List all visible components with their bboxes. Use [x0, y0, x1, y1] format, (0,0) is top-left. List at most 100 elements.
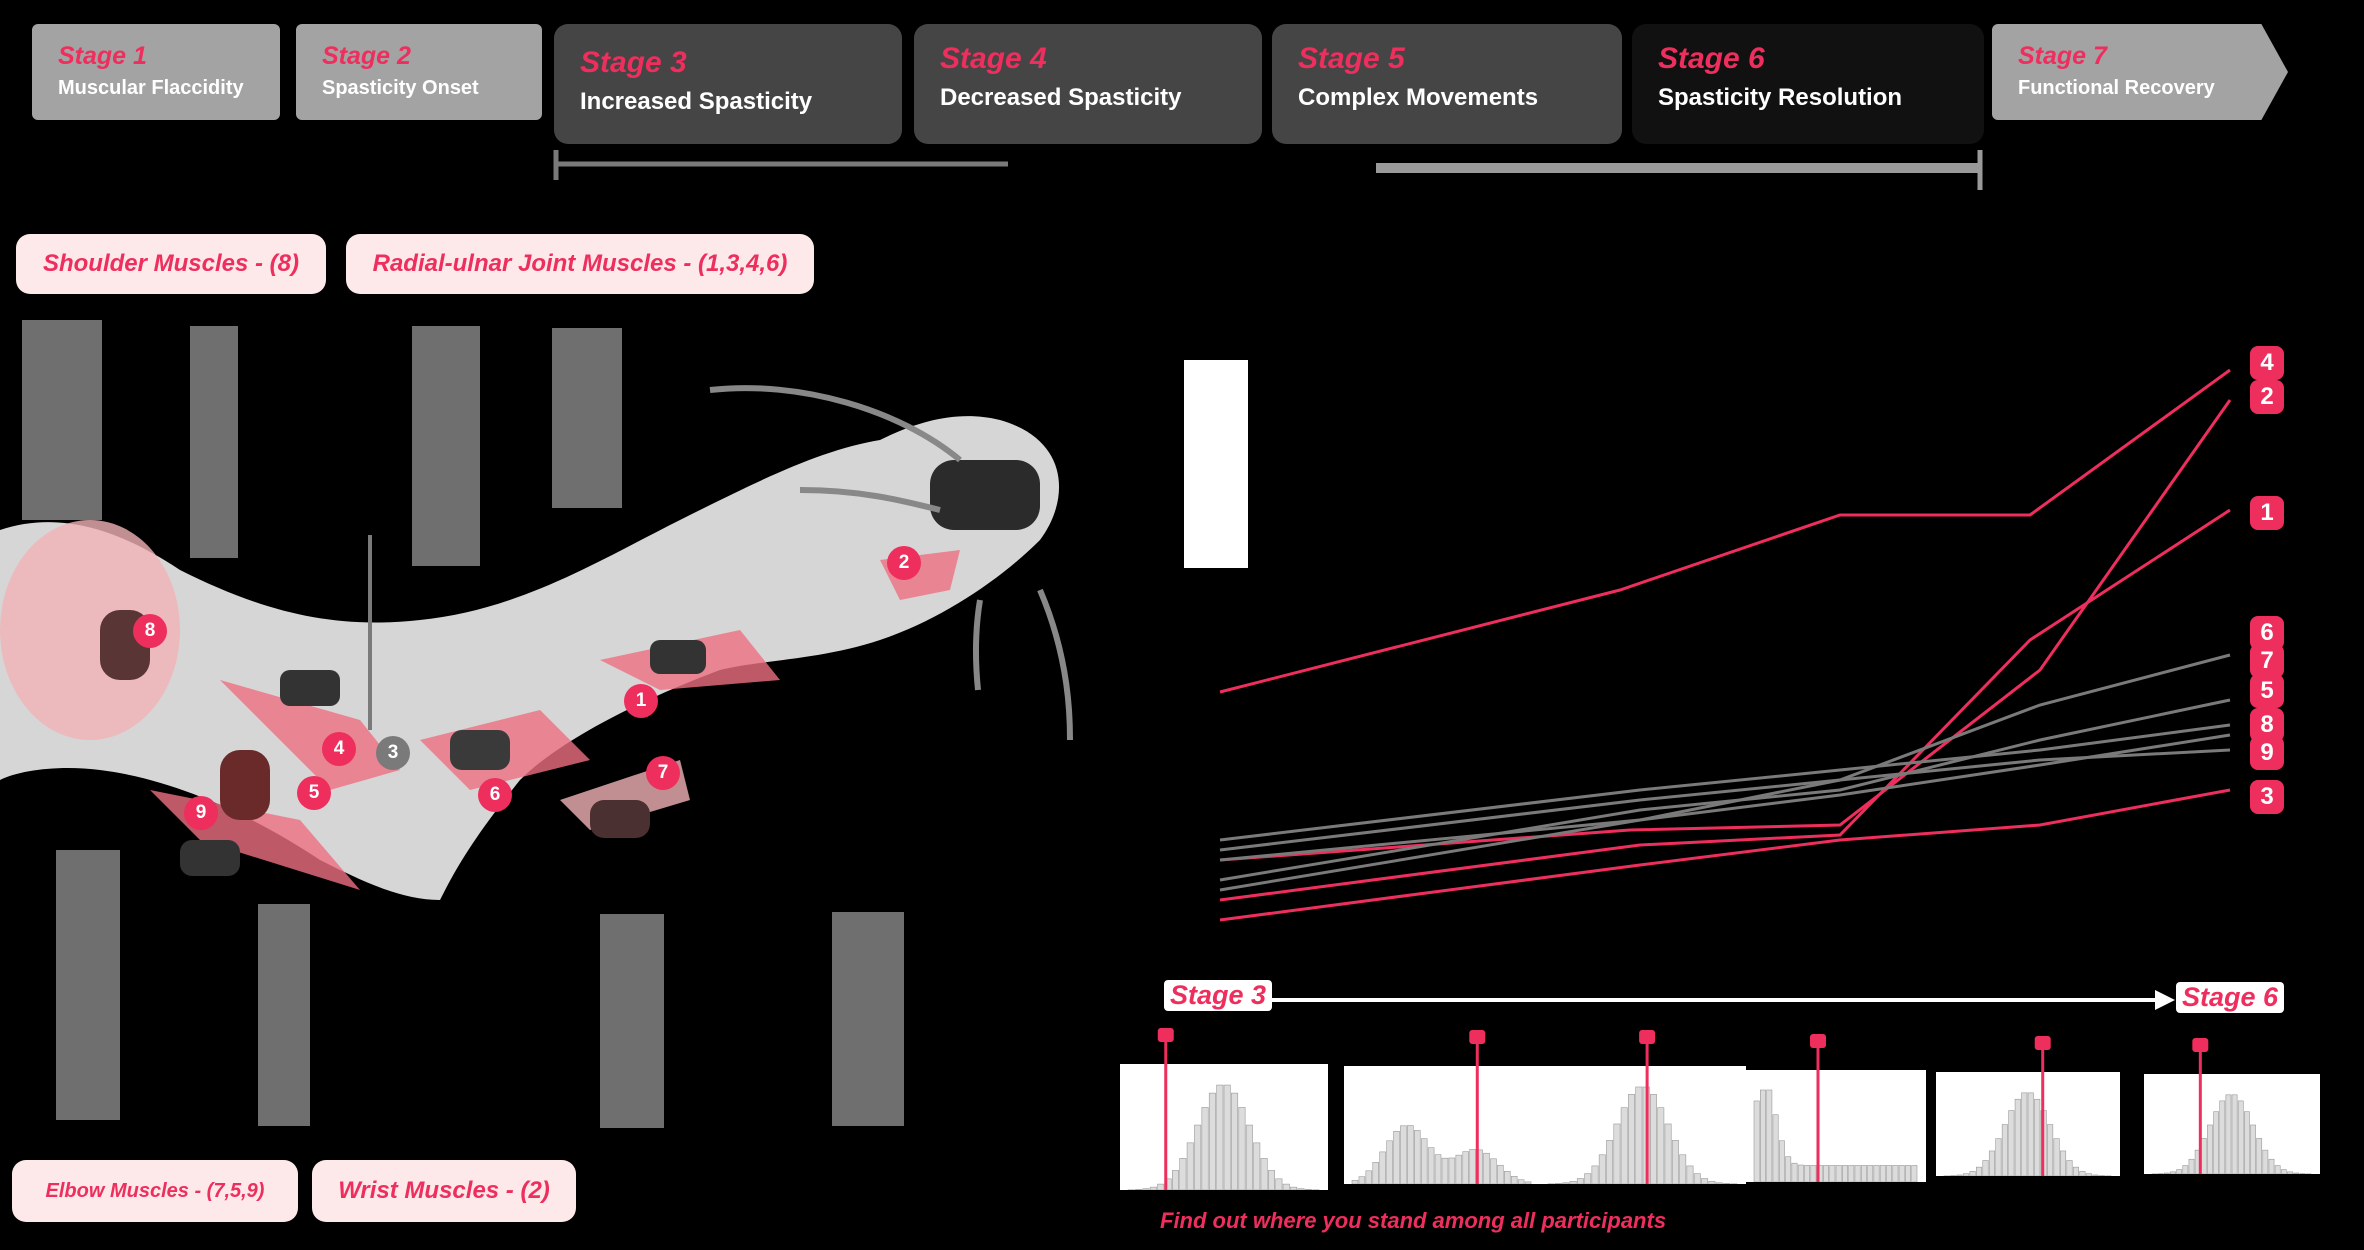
- stage-name: Decreased Spasticity: [940, 84, 1182, 111]
- histogram-bar: [1982, 1160, 1989, 1176]
- wrist-muscles-label: Wrist Muscles - (2): [312, 1160, 576, 1222]
- histogram-bar: [1135, 1189, 1143, 1190]
- histogram-bar: [1620, 1107, 1628, 1184]
- histogram-bar: [1297, 1188, 1305, 1190]
- histogram-bar: [1969, 1171, 1976, 1176]
- histogram-bar: [1804, 1165, 1811, 1182]
- motion-arrow: [972, 599, 983, 691]
- histogram-bar: [1701, 1178, 1709, 1184]
- distribution-histogram: [1936, 1036, 2120, 1176]
- histogram-bar: [1172, 1170, 1179, 1190]
- histogram-bar: [1245, 1124, 1253, 1190]
- histogram-bar: [1469, 1149, 1476, 1184]
- emg-strip: [412, 326, 480, 566]
- histogram-bar: [1194, 1124, 1202, 1190]
- chart-end-label-2: 2: [2250, 380, 2284, 414]
- stage-number: Stage 3: [580, 46, 687, 79]
- histogram-bar: [1671, 1140, 1679, 1184]
- histogram-bar: [1275, 1178, 1283, 1190]
- histogram-bar: [1778, 1140, 1785, 1182]
- sensor-badge-8[interactable]: 8: [133, 614, 167, 648]
- histogram-bar: [2287, 1171, 2293, 1174]
- sensor-badge-2[interactable]: 2: [887, 546, 921, 580]
- stage-1[interactable]: Stage 1 Muscular Flaccidity: [32, 24, 280, 120]
- participant-marker-tag: [2192, 1038, 2209, 1052]
- histogram-bar: [2021, 1092, 2028, 1176]
- histogram-bar: [1892, 1165, 1899, 1182]
- histogram-bar: [1231, 1092, 1239, 1190]
- emg-strip: [552, 328, 622, 508]
- chart-end-label-9: 9: [2250, 736, 2284, 770]
- sensor-device: [650, 640, 706, 674]
- footer-text[interactable]: Find out where you stand among all parti…: [1160, 1208, 1667, 1233]
- sensor-badge-5[interactable]: 5: [297, 776, 331, 810]
- sensor-device: [180, 840, 240, 876]
- histogram-bar: [1490, 1158, 1497, 1184]
- emg-strip: [56, 850, 120, 1120]
- histogram-bar: [1898, 1165, 1905, 1182]
- histogram-bar: [1963, 1173, 1970, 1176]
- sensor-badge-3[interactable]: 3: [376, 736, 410, 770]
- sensor-badge-9[interactable]: 9: [184, 796, 218, 830]
- sensor-badge-4[interactable]: 4: [322, 732, 356, 766]
- sensor-badge-1[interactable]: 1: [624, 684, 658, 718]
- histogram-bar: [1988, 1150, 1995, 1176]
- histogram-bar: [1253, 1142, 1261, 1190]
- radial-ulnar-muscles-label: Radial-ulnar Joint Muscles - (1,3,4,6): [346, 234, 814, 294]
- histogram-bar: [2176, 1169, 2183, 1174]
- stage-name: Muscular Flaccidity: [58, 77, 244, 99]
- chart-end-label-5: 5: [2250, 674, 2284, 708]
- histogram-bar: [1576, 1178, 1584, 1184]
- elbow-muscles-label: Elbow Muscles - (7,5,9): [12, 1160, 298, 1222]
- motion-arrow: [1037, 588, 1073, 741]
- histogram-bar: [1372, 1162, 1379, 1184]
- stage-5[interactable]: Stage 5 Complex Movements: [1272, 24, 1622, 144]
- sensor-device: [590, 800, 650, 838]
- stage-6[interactable]: Stage 6 Spasticity Resolution: [1632, 24, 1984, 144]
- histogram-bar: [1569, 1181, 1577, 1184]
- histogram-bar: [2225, 1094, 2232, 1174]
- histogram-bar: [1420, 1138, 1428, 1184]
- participant-marker-tag: [2034, 1036, 2051, 1050]
- distribution-histogram: [1120, 1028, 1328, 1190]
- sensor-badge-7[interactable]: 7: [646, 756, 680, 790]
- stage-4[interactable]: Stage 4 Decreased Spasticity: [914, 24, 1262, 144]
- trajectory-chart: [1219, 368, 2232, 922]
- histogram-bar: [2182, 1165, 2189, 1174]
- histogram-bar: [1679, 1154, 1687, 1184]
- arm-illustration: [0, 385, 1073, 900]
- timeline-arrow: [1270, 990, 2175, 1010]
- sensor-badge-6[interactable]: 6: [478, 778, 512, 812]
- histogram-bar: [1149, 1186, 1157, 1190]
- chart-end-label-1: 1: [2250, 496, 2284, 530]
- stage-2[interactable]: Stage 2 Spasticity Onset: [296, 24, 542, 120]
- histogram-bar: [1613, 1123, 1621, 1184]
- histogram-bar: [1179, 1158, 1187, 1190]
- histogram-bar: [1797, 1164, 1804, 1182]
- histogram-bar: [1879, 1165, 1886, 1182]
- stage-7[interactable]: Stage 7 Functional Recovery: [1992, 24, 2288, 120]
- histogram-bar: [1441, 1157, 1449, 1184]
- histogram-bar: [1848, 1165, 1855, 1182]
- histogram-bar: [1268, 1170, 1275, 1190]
- histogram-bar: [1584, 1173, 1592, 1184]
- histogram-bar: [2274, 1165, 2281, 1174]
- histogram-bar: [1260, 1158, 1268, 1190]
- stage-number: Stage 7: [2018, 42, 2107, 70]
- histogram-bar: [1835, 1165, 1842, 1182]
- shoulder-muscle-region: [0, 520, 180, 740]
- stage-3[interactable]: Stage 3 Increased Spasticity: [554, 24, 902, 144]
- chart-end-label-4: 4: [2250, 346, 2284, 380]
- distribution-histogram: [1540, 1030, 1746, 1184]
- histogram-bar: [1497, 1164, 1504, 1184]
- histogram-bar: [1223, 1084, 1231, 1190]
- histogram-bar: [2008, 1110, 2015, 1176]
- histogram-bar: [1216, 1084, 1224, 1190]
- histogram-bar: [1562, 1182, 1570, 1184]
- stage-range-brackets: [553, 150, 1983, 190]
- histogram-bar: [1867, 1165, 1874, 1182]
- histogram-bar: [1886, 1165, 1893, 1182]
- stage-name: Spasticity Resolution: [1658, 84, 1903, 111]
- histogram-bar: [1905, 1165, 1911, 1182]
- stage-name: Complex Movements: [1298, 84, 1539, 111]
